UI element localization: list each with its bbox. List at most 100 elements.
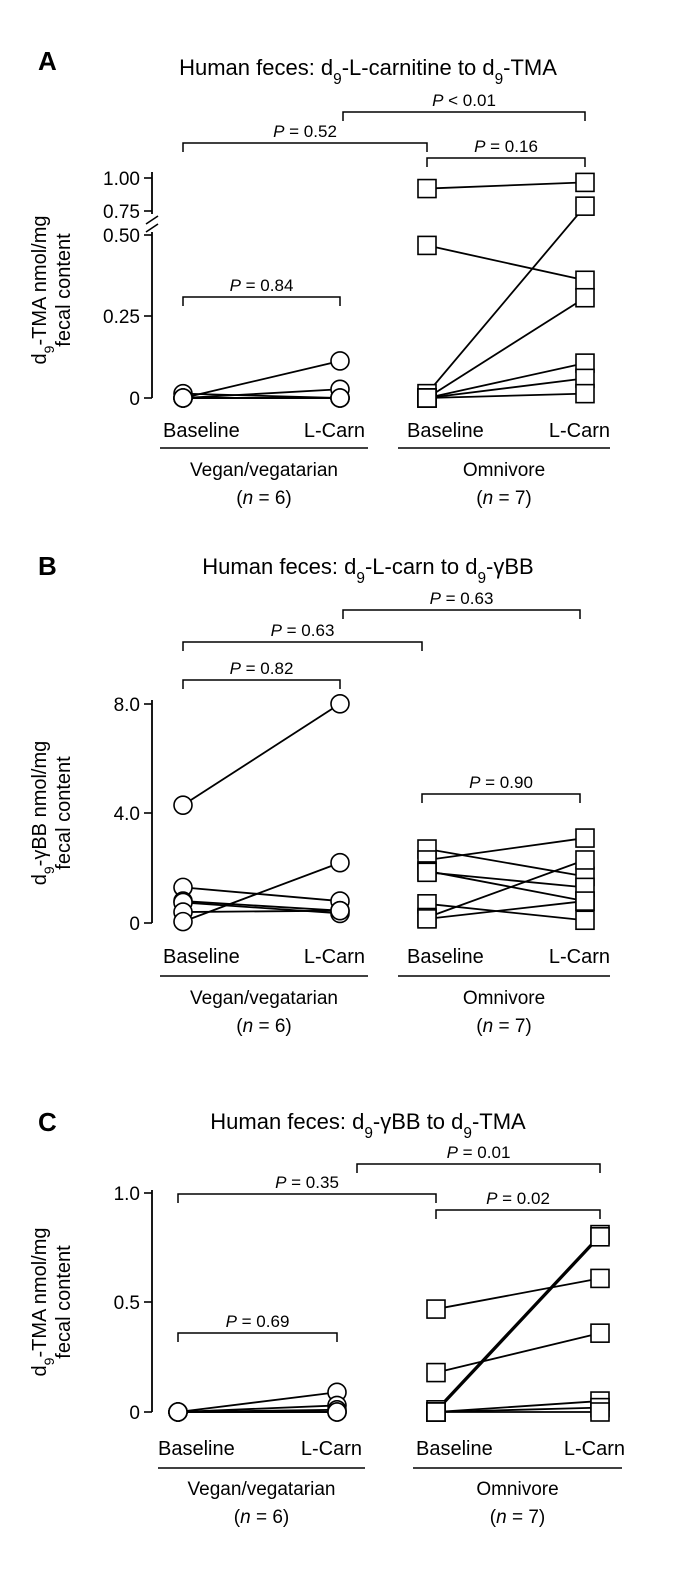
group-n-label: (n = 7) — [476, 1016, 531, 1037]
subject-line — [182, 388, 341, 399]
text-part: ( — [234, 1507, 241, 1528]
bracket-line — [182, 679, 341, 689]
subject-line — [426, 859, 586, 919]
data-point-circle — [330, 388, 350, 408]
subscript: 9 — [364, 1125, 373, 1142]
data-point-circle — [173, 911, 193, 932]
data-point-circle — [330, 351, 350, 371]
condition-label-lcarn: L-Carn — [549, 420, 610, 442]
text-part: ( — [236, 488, 243, 509]
significance-bracket: P = 0.16 — [426, 137, 586, 167]
bracket-line — [182, 641, 423, 651]
subscript: 9 — [333, 71, 342, 88]
y-axis-label-line2: fecal content — [53, 756, 75, 870]
group-n-label: (n = 7) — [490, 1507, 545, 1528]
significance-bracket: P = 0.02 — [435, 1189, 601, 1219]
n-symbol: n — [243, 488, 254, 509]
p-value: = 0.02 — [497, 1189, 549, 1208]
subject-line — [435, 1236, 601, 1413]
condition-label-baseline: Baseline — [163, 946, 240, 968]
subject-line — [182, 861, 341, 923]
y-tick-label: 0 — [129, 389, 140, 410]
data-point-circle — [327, 1402, 347, 1422]
condition-label-baseline: Baseline — [407, 420, 484, 442]
condition-label-lcarn: L-Carn — [564, 1438, 625, 1460]
bracket-line — [342, 609, 581, 619]
y-tick-label: 1.00 — [103, 169, 140, 190]
subscript: 9 — [477, 570, 486, 587]
data-point-circle — [330, 900, 350, 921]
series-vegan — [173, 693, 350, 932]
p-value-label: P = 0.16 — [474, 137, 538, 156]
p-symbol: P — [230, 276, 242, 295]
subscript: 9 — [495, 71, 504, 88]
y-axis-label-line1: d9-γBB nmol/mg — [29, 741, 57, 886]
p-symbol: P — [432, 91, 444, 110]
y-tick-label: 8.0 — [114, 695, 140, 716]
text-part: ( — [490, 1507, 497, 1528]
chart-title: Human feces: d9-L-carn to d9-γBB — [202, 554, 533, 587]
data-point-square — [417, 388, 437, 408]
data-point-square — [426, 1299, 446, 1319]
bracket-line — [182, 142, 428, 152]
y-tick-label: 1.0 — [114, 1184, 140, 1205]
subscript: 9 — [356, 570, 365, 587]
data-point-circle — [330, 693, 350, 714]
p-symbol: P — [474, 137, 486, 156]
data-point-square — [590, 1323, 610, 1343]
p-value-label: P = 0.90 — [469, 773, 533, 792]
text-part: -TMA — [472, 1109, 526, 1134]
p-value-label: P = 0.01 — [447, 1143, 511, 1162]
significance-bracket: P = 0.69 — [177, 1312, 338, 1342]
significance-bracket: P = 0.52 — [182, 122, 428, 152]
y-tick-label: 0.50 — [103, 226, 140, 247]
subscript: 9 — [41, 866, 57, 874]
condition-label-baseline: Baseline — [407, 946, 484, 968]
data-point-square — [590, 1268, 610, 1289]
p-symbol: P — [275, 1173, 287, 1192]
significance-bracket: P = 0.82 — [182, 659, 341, 689]
text-part: -TMA nmol/mg — [29, 216, 51, 346]
p-symbol: P — [273, 122, 285, 141]
subscript: 9 — [41, 1357, 57, 1365]
group-label: Vegan/vegatarian — [188, 1479, 336, 1500]
series-vegan — [168, 1382, 347, 1422]
significance-bracket: P = 0.35 — [177, 1173, 437, 1203]
n-symbol: n — [243, 1016, 254, 1037]
subject-line — [426, 181, 586, 190]
significance-bracket: P < 0.01 — [342, 91, 586, 121]
p-value: = 0.69 — [237, 1312, 289, 1331]
data-point-square — [575, 910, 595, 931]
text-part: Human feces: d — [179, 55, 333, 80]
text-part: d — [29, 353, 51, 364]
p-value: = 0.16 — [485, 137, 537, 156]
data-point-circle — [173, 795, 193, 815]
text-part: d — [29, 874, 51, 885]
data-point-circle — [330, 852, 350, 873]
subscript: 9 — [41, 345, 57, 353]
p-symbol: P — [271, 621, 283, 640]
text-part: -γBB to d — [373, 1109, 463, 1134]
data-point-square — [590, 1227, 610, 1247]
text-part: -TMA nmol/mg — [29, 1228, 51, 1358]
subject-line — [426, 837, 586, 861]
group-label: Vegan/vegatarian — [190, 988, 338, 1009]
axis-break-mark — [145, 215, 159, 225]
data-point-square — [575, 196, 595, 216]
subject-line — [426, 848, 586, 878]
group-n-label: (n = 7) — [476, 488, 531, 509]
data-point-square — [590, 1402, 610, 1422]
y-axis-label-line1: d9-TMA nmol/mg — [29, 216, 57, 365]
subject-line — [435, 1233, 601, 1411]
p-value: = 0.84 — [241, 276, 293, 295]
text-part: = 7) — [493, 488, 532, 509]
text-part: ( — [476, 1016, 483, 1037]
p-value: < 0.01 — [443, 91, 495, 110]
condition-label-baseline: Baseline — [416, 1438, 493, 1460]
significance-bracket: P = 0.90 — [421, 773, 581, 803]
text-part: = 7) — [507, 1507, 546, 1528]
bracket-line — [177, 1193, 437, 1203]
